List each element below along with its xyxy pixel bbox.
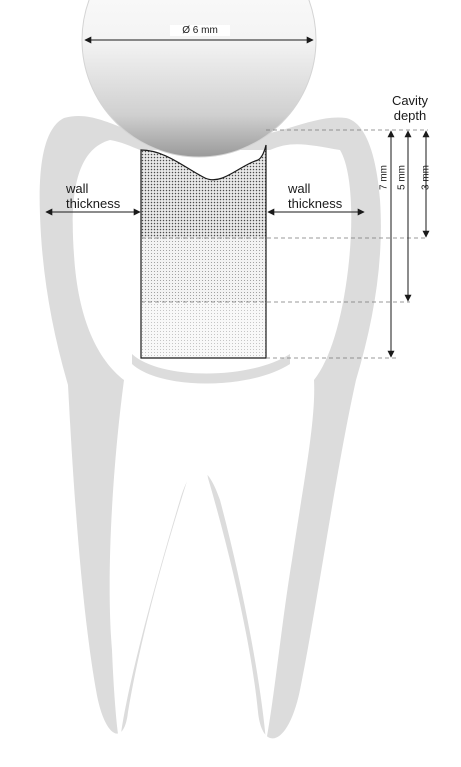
cavity-layer-3mm xyxy=(141,145,266,238)
wall-thickness-label-left: wall thickness xyxy=(66,181,120,211)
depth-label-5mm: 5 mm xyxy=(396,165,408,190)
cavity-outline xyxy=(140,144,267,359)
depth-label-3mm: 3 mm xyxy=(420,165,432,190)
cavity-layer-5mm xyxy=(141,238,266,302)
wall-thickness-label-right: wall thickness xyxy=(288,181,342,211)
depth-label-7mm: 7 mm xyxy=(378,165,390,190)
cavity-depth-title-line1: Cavity xyxy=(391,93,429,108)
wall-left-line1: wall xyxy=(66,181,89,196)
cavity-depth-title-line2: depth xyxy=(393,108,427,123)
wall-right-line2: thickness xyxy=(288,196,343,211)
cavity-layer-7mm xyxy=(141,302,266,358)
cavity-depth-title: Cavity depth xyxy=(382,93,438,123)
wall-left-line2: thickness xyxy=(66,196,121,211)
wall-right-line1: wall xyxy=(288,181,311,196)
diameter-label: Ø 6 mm xyxy=(170,25,230,36)
pulp-chamber-shade xyxy=(132,354,290,384)
